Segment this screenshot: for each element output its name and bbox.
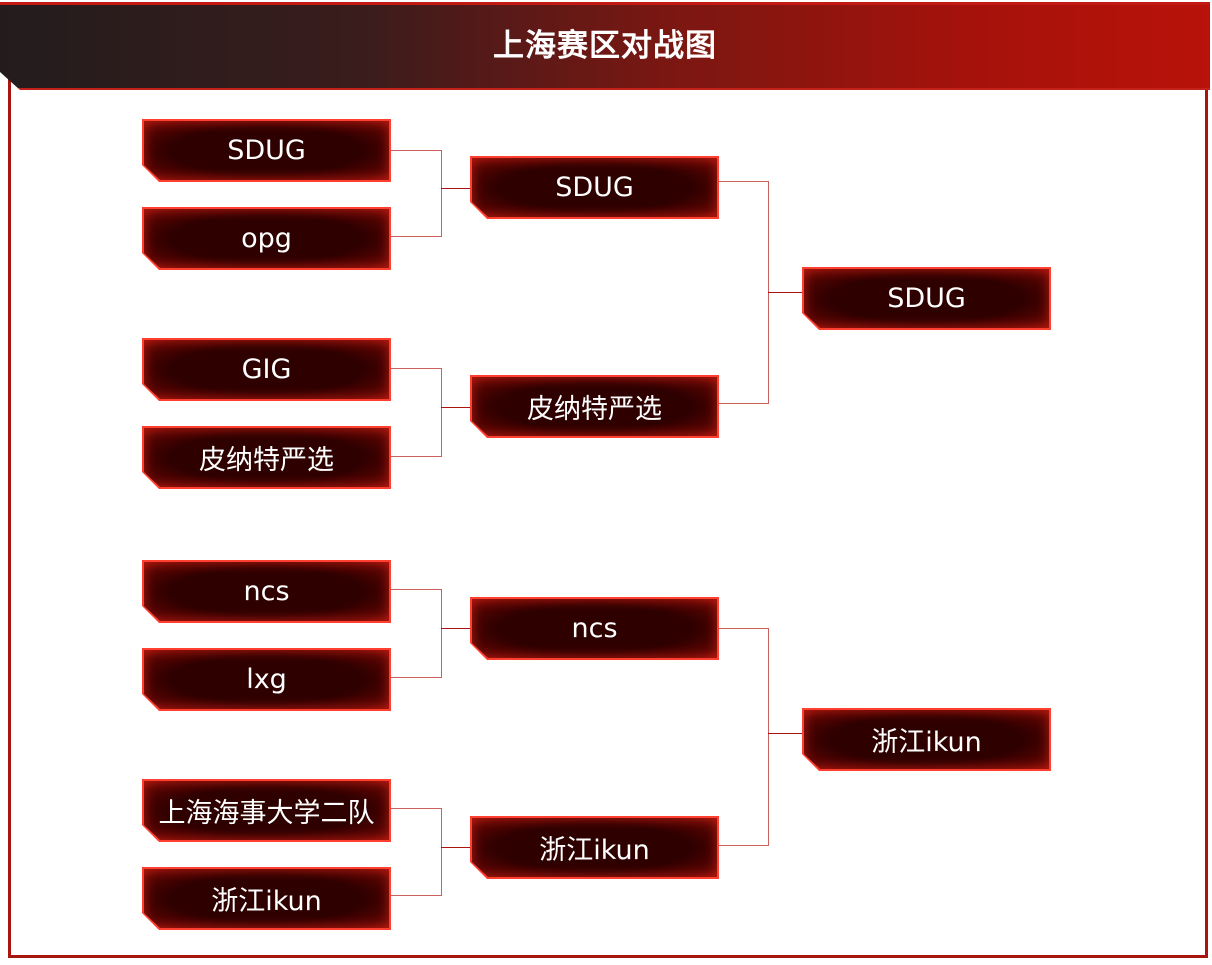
team-box-r2-3[interactable]: ncs [470,597,719,660]
team-box-r1-4[interactable]: 皮纳特严选 [142,426,391,489]
page-title: 上海赛区对战图 [493,28,717,64]
team-box-r2-4[interactable]: 浙江ikun [470,816,719,879]
team-box-r2-2[interactable]: 皮纳特严选 [470,375,719,438]
team-box-r1-3[interactable]: GIG [142,338,391,401]
team-box-r1-6[interactable]: lxg [142,648,391,711]
team-box-r1-7[interactable]: 上海海事大学二队 [142,779,391,842]
team-box-r1-1[interactable]: SDUG [142,119,391,182]
team-box-r1-8[interactable]: 浙江ikun [142,867,391,930]
team-box-r2-1[interactable]: SDUG [470,156,719,219]
bracket-frame [8,60,1208,958]
team-box-r3-1[interactable]: SDUG [802,267,1051,330]
team-box-r3-2[interactable]: 浙江ikun [802,708,1051,771]
team-box-r1-2[interactable]: opg [142,207,391,270]
team-box-r1-5[interactable]: ncs [142,560,391,623]
header-banner [0,2,1210,90]
